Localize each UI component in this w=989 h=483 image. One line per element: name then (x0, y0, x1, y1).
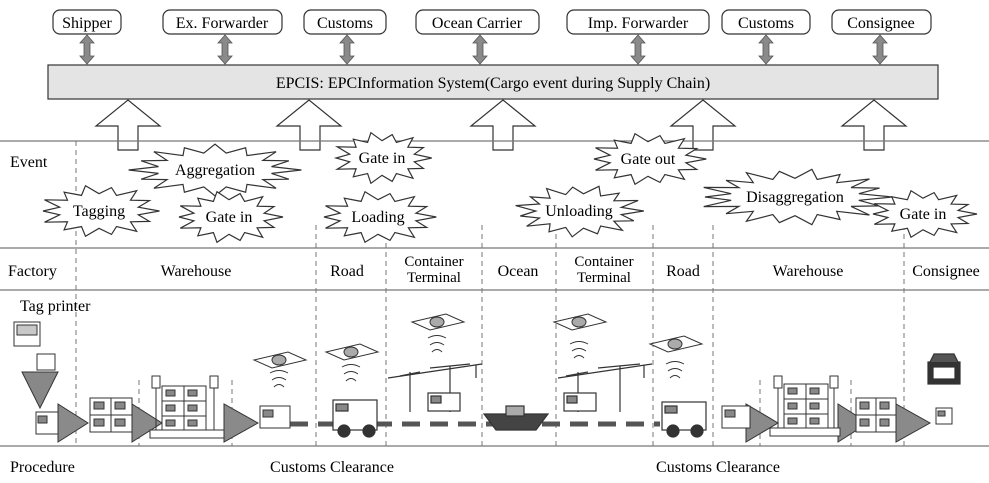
event-gate-out: Gate out (593, 132, 707, 186)
location-road-1: Road (330, 263, 364, 280)
stakeholder-row: Shipper Ex. Forwarder Customs Ocean Carr… (52, 9, 932, 35)
rfid-reader-icon (252, 351, 308, 388)
double-arrow-icon (217, 34, 233, 65)
rfid-reader-icon (324, 343, 380, 382)
procedure-label: Procedure (10, 459, 75, 476)
location-consignee: Consignee (912, 263, 980, 280)
rfid-gate-pallet-icon (149, 375, 225, 439)
ship-icon (482, 405, 550, 431)
event-upload-arrows (94, 99, 908, 151)
event-unloading: Unloading (515, 185, 644, 238)
event-bursts: Tagging Aggregation Gate in Gate in Load… (42, 131, 978, 244)
rfid-reader-icon (648, 335, 704, 379)
event-label: Loading (351, 209, 404, 226)
event-label: Gate in (206, 209, 253, 226)
event-aggregation: Aggregation (128, 143, 302, 197)
stakeholder-label: Customs (738, 15, 794, 32)
tag-printer-label: Tag printer (20, 298, 91, 315)
bottom-labels: Procedure Customs Clearance Customs Clea… (10, 459, 780, 476)
up-arrow-icon (469, 99, 537, 151)
truck-icon (661, 401, 707, 438)
funnel-arrow-icon (21, 371, 59, 410)
box-icon (721, 405, 751, 429)
double-arrow-icon (630, 34, 646, 65)
event-label: Unloading (545, 203, 613, 220)
stakeholder-label: Imp. Forwarder (588, 15, 689, 32)
epcis-label: EPCIS: EPCInformation System(Cargo event… (276, 75, 710, 92)
customs-clearance-label-2: Customs Clearance (656, 459, 780, 476)
stakeholder-customs-2: Customs (721, 9, 811, 35)
container-crane-icon (557, 363, 653, 412)
event-loading: Loading (323, 190, 437, 244)
stakeholder-arrows (79, 34, 888, 65)
double-arrow-icon (79, 34, 95, 65)
tagged-box-icon (35, 411, 59, 435)
location-warehouse-2: Warehouse (773, 263, 844, 280)
box-icon (935, 407, 953, 425)
stakeholder-label: Shipper (62, 15, 112, 32)
double-arrow-icon (472, 34, 488, 65)
flow-arrow-icon (57, 403, 89, 443)
stakeholder-label: Customs (317, 15, 373, 32)
cargo-stack-icon (855, 397, 897, 433)
up-arrow-icon (840, 99, 908, 151)
flow-arrow-icon (223, 403, 260, 443)
event-label: Aggregation (175, 162, 255, 179)
event-label: Gate out (621, 151, 676, 168)
truck-icon (332, 399, 378, 438)
stakeholder-ocean-carrier: Ocean Carrier (415, 9, 540, 35)
event-tagging: Tagging (42, 184, 160, 238)
epcis-bar: EPCIS: EPCInformation System(Cargo event… (47, 64, 939, 100)
event-gate-in-1: Gate in (178, 190, 284, 244)
double-arrow-icon (758, 34, 774, 65)
event-gate-in-2: Gate in (333, 131, 432, 185)
location-factory: Factory (8, 263, 57, 280)
stakeholder-label: Consignee (847, 15, 915, 32)
flow-arrow-icon (837, 403, 869, 443)
stakeholder-imp-forwarder: Imp. Forwarder (566, 9, 710, 35)
stakeholder-label: Ocean Carrier (432, 15, 523, 32)
container-crane-icon (387, 363, 483, 412)
location-road-2: Road (666, 263, 700, 280)
up-arrow-icon (275, 99, 343, 151)
event-label: Gate in (900, 206, 947, 223)
stakeholder-ex-forwarder: Ex. Forwarder (162, 9, 283, 35)
row-lines (0, 140, 989, 447)
flow-arrow-icon (895, 403, 932, 443)
store-icon (927, 353, 961, 385)
event-label: Tagging (73, 203, 125, 220)
cargo-stack-icon (89, 397, 133, 433)
location-ocean: Ocean (498, 263, 539, 280)
event-gate-in-3: Gate in (872, 189, 978, 239)
event-label: Disaggregation (746, 189, 844, 206)
event-disaggregation: Disaggregation (703, 168, 893, 226)
up-arrow-icon (94, 99, 162, 151)
tag-printer-icon (13, 321, 56, 371)
up-arrow-icon (669, 99, 737, 151)
customs-clearance-label-1: Customs Clearance (270, 459, 394, 476)
rfid-reader-icon (410, 313, 466, 353)
stakeholder-consignee: Consignee (831, 9, 932, 35)
event-label: Gate in (359, 150, 406, 167)
double-arrow-icon (339, 34, 355, 65)
stakeholder-shipper: Shipper (52, 9, 122, 35)
stakeholder-label: Ex. Forwarder (176, 15, 269, 32)
double-arrow-icon (872, 34, 888, 65)
rfid-reader-icon (552, 313, 608, 359)
rfid-gate-pallet-icon (769, 375, 841, 437)
event-row-label: Event (10, 154, 48, 171)
location-warehouse-1: Warehouse (161, 263, 232, 280)
stakeholder-customs-1: Customs (303, 9, 387, 35)
box-on-road-icon (259, 405, 291, 429)
